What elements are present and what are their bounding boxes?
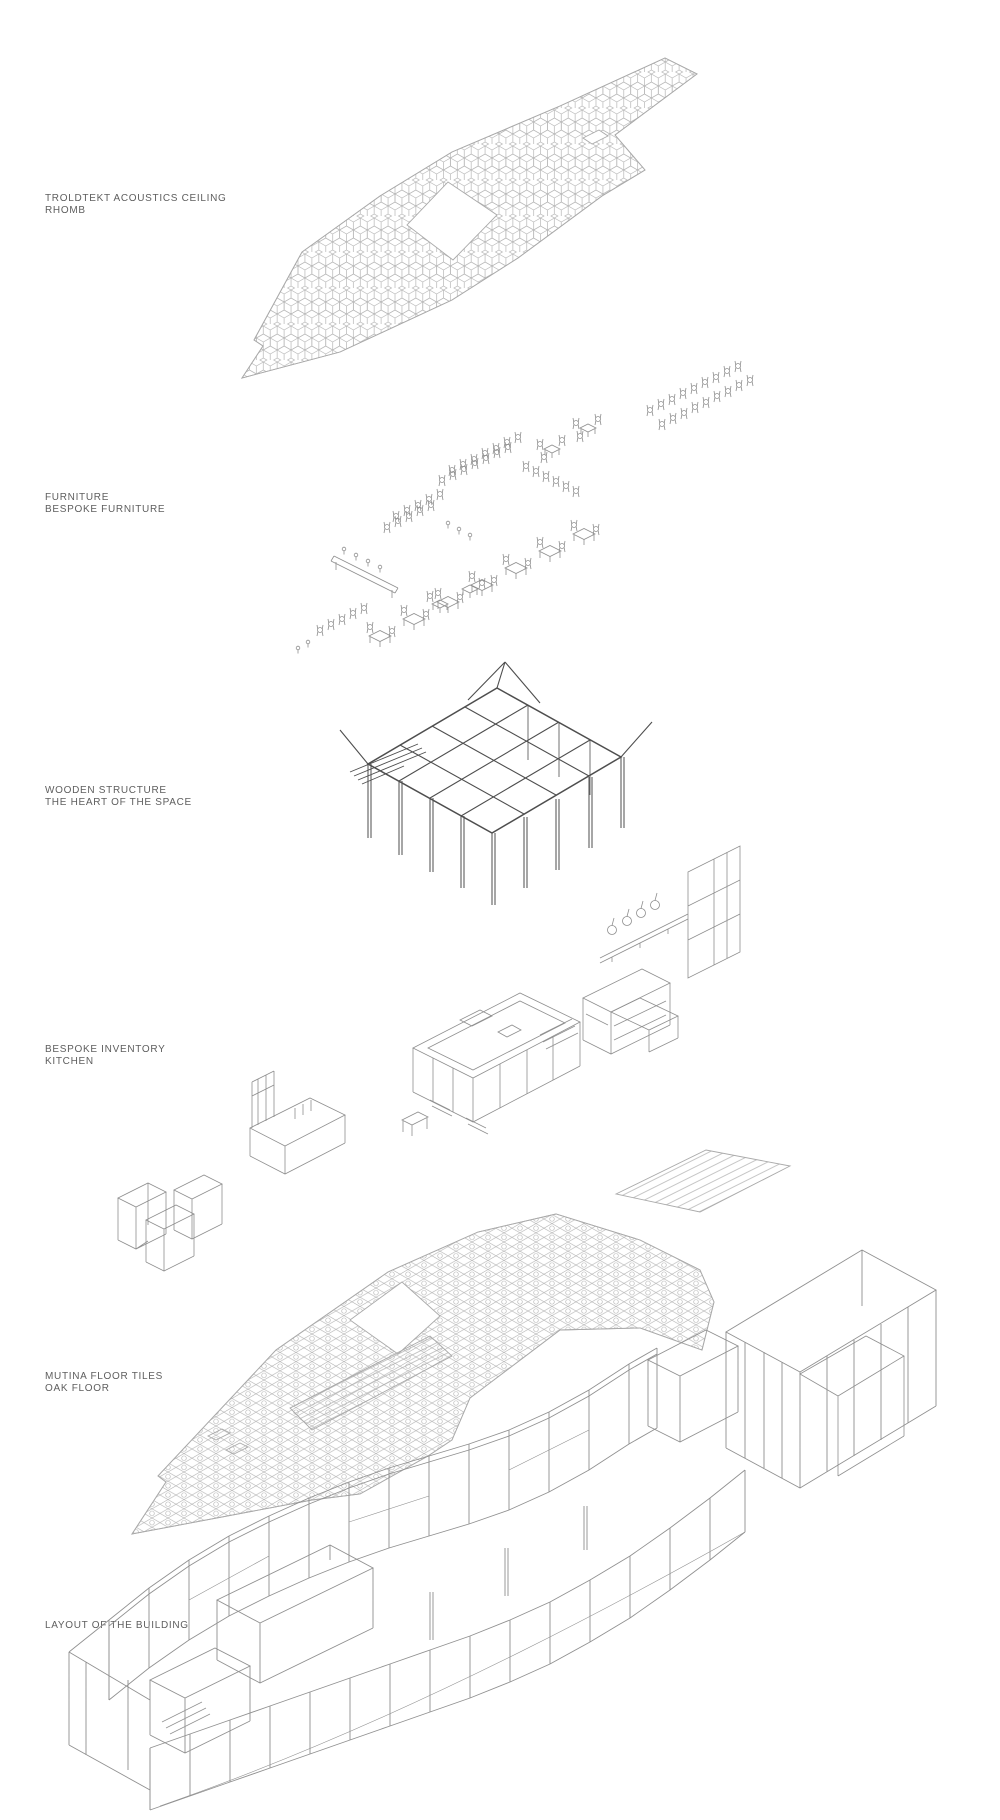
layer-label-line1: MUTINA FLOOR TILES bbox=[45, 1371, 163, 1382]
layer-label-line1: TROLDTEKT ACOUSTICS CEILING bbox=[45, 193, 227, 204]
storage-boxes bbox=[117, 1174, 223, 1272]
bench bbox=[330, 546, 399, 598]
wall-panel-and-shelf bbox=[599, 845, 741, 979]
layer-label-line2: RHOMB bbox=[45, 204, 86, 216]
layer-label-structure: WOODEN STRUCTURE THE HEART OF THE SPACE bbox=[45, 785, 192, 808]
layer-label-line2: BESPOKE FURNITURE bbox=[45, 503, 166, 515]
banquet-chairs bbox=[383, 431, 580, 541]
table-cluster bbox=[536, 413, 602, 464]
layer-label-line1: WOODEN STRUCTURE bbox=[45, 785, 167, 796]
layer-label-line1: FURNITURE bbox=[45, 492, 110, 503]
layer-label-floor: MUTINA FLOOR TILES OAK FLOOR bbox=[45, 1371, 163, 1394]
layer-label-ceiling: TROLDTEKT ACOUSTICS CEILING RHOMB bbox=[45, 193, 227, 216]
back-glazed-wall bbox=[108, 1347, 658, 1701]
left-end-cap bbox=[68, 1619, 151, 1810]
layer-label-layout: LAYOUT OF THE BUILDING bbox=[45, 1620, 189, 1632]
layer-label-furniture: FURNITURE BESPOKE FURNITURE bbox=[45, 492, 165, 515]
chair-row bbox=[646, 360, 754, 431]
front-glazed-wall bbox=[149, 1469, 746, 1811]
layer-label-line1: LAYOUT OF THE BUILDING bbox=[45, 1620, 189, 1631]
prep-table bbox=[401, 1111, 429, 1136]
pendant-lamps bbox=[607, 892, 660, 935]
layer-label-line1: BESPOKE INVENTORY bbox=[45, 1044, 166, 1055]
furniture-drawing bbox=[295, 360, 754, 654]
oak-plank-strip bbox=[289, 1335, 453, 1431]
inventory-drawing bbox=[117, 845, 741, 1272]
right-wing bbox=[725, 1249, 937, 1489]
bar-counter bbox=[249, 1070, 346, 1175]
layer-label-line2: THE HEART OF THE SPACE bbox=[45, 796, 192, 808]
interior-rooms bbox=[148, 1329, 739, 1754]
ceiling-drawing bbox=[240, 57, 698, 379]
table-chain bbox=[366, 519, 600, 648]
layer-label-inventory: BESPOKE INVENTORY KITCHEN bbox=[45, 1044, 165, 1067]
oak-plank-wing bbox=[614, 1149, 792, 1213]
chair-row bbox=[295, 602, 368, 654]
interior-posts bbox=[429, 1506, 588, 1640]
layout-drawing bbox=[68, 1249, 937, 1811]
kitchen-island bbox=[412, 992, 581, 1135]
structure-drawing bbox=[339, 661, 653, 905]
layer-label-line2: OAK FLOOR bbox=[45, 1382, 110, 1394]
l-counter bbox=[582, 968, 679, 1055]
structure-columns bbox=[367, 705, 625, 905]
layer-label-line2: KITCHEN bbox=[45, 1055, 94, 1067]
floor-drawing bbox=[131, 1149, 792, 1535]
